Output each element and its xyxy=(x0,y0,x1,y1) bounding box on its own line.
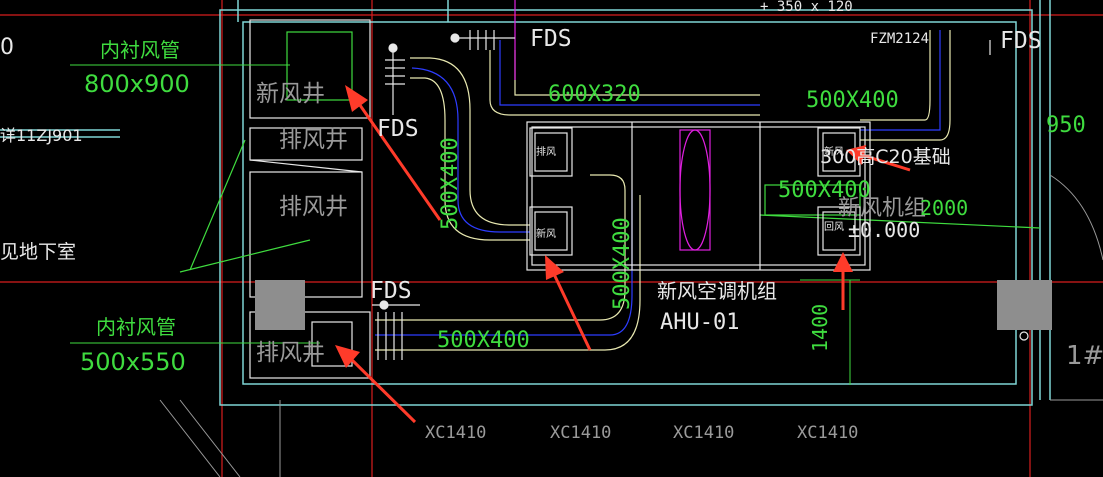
basement-ref: 见地下室 xyxy=(0,241,77,263)
fds-label-4: FDS xyxy=(1000,28,1042,54)
fds-label-2: FDS xyxy=(377,116,419,142)
lining-duct-top-size: 800x900 xyxy=(84,70,190,98)
fresh-unit-label: 新风机组 xyxy=(838,196,927,221)
window-mark-1: XC1410 xyxy=(425,423,487,443)
duct-size-500x400-right-vertical: 500X400 xyxy=(610,217,635,310)
window-mark-4: XC1410 xyxy=(797,423,859,443)
exhaust-shaft-label-2: 排风井 xyxy=(279,194,348,220)
shafts xyxy=(249,19,371,379)
column-block-left xyxy=(255,280,305,330)
ahu-name: 新风空调机组 xyxy=(657,279,777,303)
fds-label-3: FDS xyxy=(370,278,412,304)
lower-structure xyxy=(159,174,1103,477)
dim-1400: 1400 xyxy=(808,303,832,352)
box-return-label: 回风 xyxy=(824,222,844,233)
column-block-right xyxy=(997,280,1052,330)
fzm-label: FZM2124 xyxy=(870,31,930,47)
fds-symbols xyxy=(372,30,1029,360)
left-edge-mark: 0 xyxy=(0,35,14,60)
duct-size-600x320: 600X320 xyxy=(548,82,641,107)
magenta-lines xyxy=(514,0,711,251)
red-arrows xyxy=(335,85,911,424)
fds-label-1: FDS xyxy=(530,26,572,52)
exhaust-shaft-label-1: 排风井 xyxy=(279,127,348,153)
ahu-code: AHU-01 xyxy=(660,310,740,335)
dim-950: 950 xyxy=(1046,113,1086,138)
window-mark-3: XC1410 xyxy=(673,423,735,443)
ahu-unit xyxy=(311,121,871,367)
box-fresh-label-1: 新风 xyxy=(536,229,556,240)
dim-2000: 2000 xyxy=(920,196,969,220)
fresh-unit-level: ±0.000 xyxy=(848,218,921,242)
duct-size-500x400-top: 500X400 xyxy=(806,88,899,113)
box-exhaust-label: 排风 xyxy=(536,147,556,158)
leader-lines xyxy=(70,64,860,385)
duct-size-500x400-bottom: 500X400 xyxy=(437,328,530,353)
lining-duct-top-label: 内衬风管 xyxy=(100,38,180,62)
lining-duct-bottom-size: 500x550 xyxy=(80,348,186,376)
exhaust-shaft-label-3: 排风井 xyxy=(256,340,325,366)
duct-centerlines xyxy=(375,30,941,336)
green-boxes xyxy=(179,31,1041,273)
detail-ref: 详11ZJ901 xyxy=(0,126,83,145)
ducts xyxy=(375,30,951,351)
base-note: 300高C20基础 xyxy=(820,146,951,168)
walls xyxy=(0,0,1051,406)
fresh-shaft-label: 新风井 xyxy=(256,81,325,107)
right-mark: 1# xyxy=(1066,341,1103,371)
duct-size-500x400-mid: 500X400 xyxy=(778,178,871,203)
window-mark-2: XC1410 xyxy=(550,423,612,443)
box-fresh-label-2: 新风 xyxy=(824,147,844,158)
top-mark: + 350 x 120 xyxy=(760,0,853,15)
duct-size-500x400-vertical: 500X400 xyxy=(438,137,463,230)
lining-duct-bottom-label: 内衬风管 xyxy=(96,315,176,339)
